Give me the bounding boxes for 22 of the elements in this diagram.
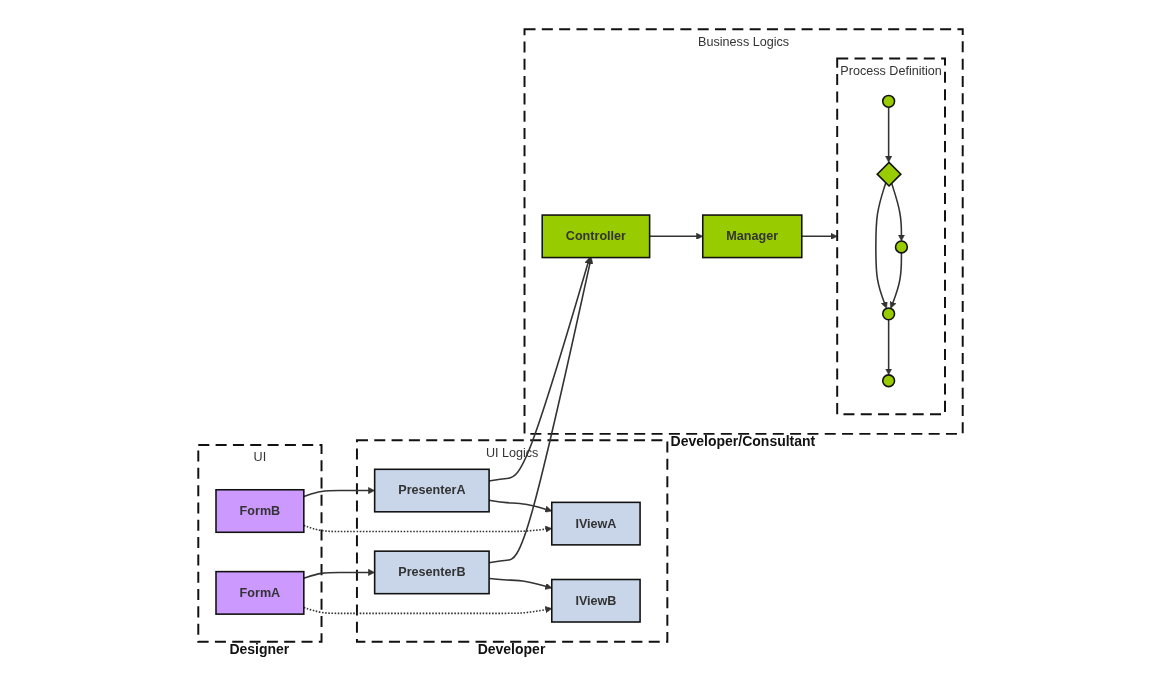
node-box: FormA	[214, 570, 305, 615]
arrow	[890, 181, 905, 241]
node-box: Controller	[540, 213, 650, 258]
node-circle	[881, 94, 895, 108]
node-box: PresenterB	[373, 549, 490, 594]
role-label: Developer	[477, 642, 546, 658]
arrow	[884, 318, 892, 375]
role-label: Developer/Consultant	[670, 434, 816, 450]
node-box: IViewB	[550, 578, 641, 623]
cluster: Process Definition	[835, 56, 946, 415]
arrow	[884, 105, 892, 163]
node-box: IViewA	[550, 501, 641, 546]
node-box: FormB	[214, 488, 305, 533]
node-circle	[881, 306, 895, 321]
node-box: Manager	[701, 213, 803, 258]
node-diamond	[875, 160, 902, 187]
node-box: PresenterA	[373, 468, 490, 513]
role-label: Designer	[229, 642, 290, 658]
node-circle	[894, 239, 908, 254]
arrow	[874, 181, 888, 309]
arrow	[889, 251, 902, 309]
node-circle	[881, 373, 895, 387]
